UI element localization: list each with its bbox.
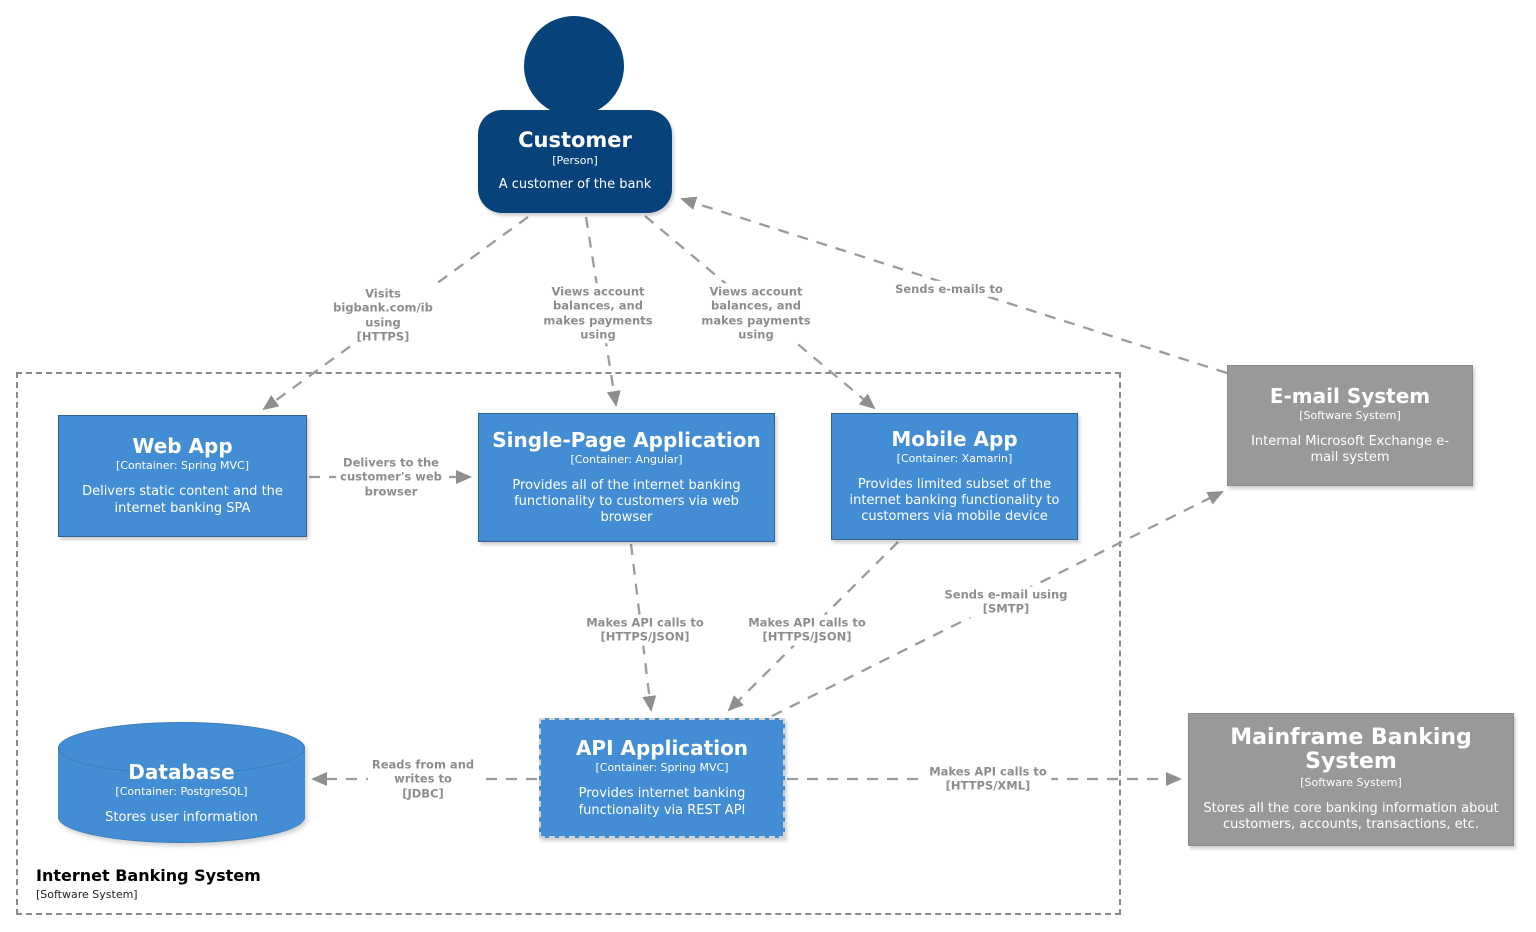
mobile-app-title: Mobile App bbox=[891, 426, 1018, 451]
database-subtitle: [Container: PostgreSQL] bbox=[115, 784, 248, 798]
api-app-node[interactable]: API Application [Container: Spring MVC] … bbox=[539, 718, 785, 838]
internet-banking-system-boundary: Internet Banking System [Software System… bbox=[16, 372, 1121, 915]
email-system-node[interactable]: E-mail System [Software System] Internal… bbox=[1227, 365, 1473, 486]
mobile-app-description: Provides limited subset of the internet … bbox=[849, 476, 1060, 525]
web-app-node[interactable]: Web App [Container: Spring MVC] Delivers… bbox=[58, 415, 307, 537]
database-node[interactable]: Database [Container: PostgreSQL] Stores … bbox=[58, 722, 305, 843]
web-app-subtitle: [Container: Spring MVC] bbox=[115, 459, 250, 473]
customer-title: Customer bbox=[518, 128, 632, 153]
edge-label-mobile-api: Makes API calls to [HTTPS/JSON] bbox=[744, 614, 870, 646]
edge-api-email bbox=[771, 490, 1224, 718]
edge-label-customer-webapp: Visits bigbank.com/ib using [HTTPS] bbox=[329, 285, 437, 345]
api-app-description: Provides internet banking functionality … bbox=[578, 786, 746, 818]
email-system-title: E-mail System bbox=[1269, 383, 1431, 408]
edge-label-customer-spa: Views account balances, and makes paymen… bbox=[539, 283, 657, 343]
edge-label-api-database: Reads from and writes to [JDBC] bbox=[367, 756, 479, 802]
customer-node[interactable]: Customer [Person] A customer of the bank bbox=[478, 110, 672, 213]
customer-person-head bbox=[524, 16, 624, 116]
web-app-title: Web App bbox=[132, 434, 233, 459]
email-system-description: Internal Microsoft Exchange e-mail syste… bbox=[1251, 433, 1449, 465]
mainframe-title: Mainframe Banking System bbox=[1230, 724, 1472, 774]
spa-subtitle: [Container: Angular] bbox=[570, 452, 683, 466]
edge-label-email-customer: Sends e-mails to bbox=[891, 280, 1007, 298]
customer-description: A customer of the bank bbox=[498, 177, 652, 193]
mobile-app-node[interactable]: Mobile App [Container: Xamarin] Provides… bbox=[831, 413, 1078, 540]
spa-node[interactable]: Single-Page Application [Container: Angu… bbox=[478, 413, 775, 542]
email-system-subtitle: [Software System] bbox=[1299, 408, 1401, 422]
spa-description: Provides all of the internet banking fun… bbox=[512, 477, 741, 526]
database-cylinder-top bbox=[58, 722, 305, 774]
edge-label-spa-api: Makes API calls to [HTTPS/JSON] bbox=[582, 614, 708, 646]
boundary-title: Internet Banking System bbox=[36, 866, 261, 885]
boundary-subtitle: [Software System] bbox=[36, 888, 138, 901]
spa-title: Single-Page Application bbox=[492, 427, 761, 452]
api-app-subtitle: [Container: Spring MVC] bbox=[595, 761, 729, 775]
mainframe-description: Stores all the core banking information … bbox=[1203, 800, 1499, 833]
boundary-label: Internet Banking System [Software System… bbox=[36, 866, 261, 901]
edge-label-api-email: Sends e-mail using [SMTP] bbox=[940, 586, 1072, 618]
api-app-title: API Application bbox=[575, 736, 749, 761]
edge-label-customer-mobile: Views account balances, and makes paymen… bbox=[697, 283, 815, 343]
mainframe-node[interactable]: Mainframe Banking System [Software Syste… bbox=[1188, 713, 1514, 846]
edge-label-api-mainframe: Makes API calls to [HTTPS/XML] bbox=[925, 763, 1051, 795]
edge-label-webapp-spa: Delivers to the customer's web browser bbox=[336, 454, 446, 500]
database-title: Database bbox=[128, 759, 235, 784]
database-description: Stores user information bbox=[105, 809, 258, 825]
mobile-app-subtitle: [Container: Xamarin] bbox=[896, 451, 1013, 465]
customer-subtitle: [Person] bbox=[552, 154, 598, 168]
web-app-description: Delivers static content and the internet… bbox=[82, 484, 283, 516]
mainframe-subtitle: [Software System] bbox=[1300, 775, 1402, 789]
